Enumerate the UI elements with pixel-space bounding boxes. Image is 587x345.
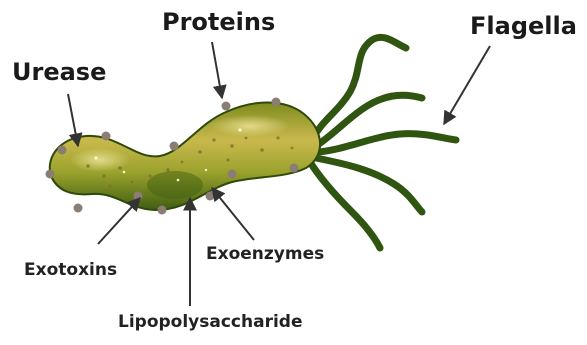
cell-highlight: [210, 115, 290, 137]
protein-dot: [102, 132, 111, 141]
proteins-label: Proteins: [162, 10, 275, 34]
bacterium-body: [46, 98, 321, 215]
exotoxins-arrow: [98, 198, 140, 244]
flagella-arrow: [444, 46, 490, 124]
flagellum: [312, 37, 406, 140]
flagella-label: Flagella: [470, 14, 577, 38]
proteins-arrow: [212, 42, 222, 98]
protein-dot: [74, 204, 83, 213]
flagellum: [318, 134, 456, 152]
protein-dot: [158, 206, 167, 215]
protein-dot: [290, 164, 299, 173]
protein-dot: [58, 146, 67, 155]
protein-dot: [206, 192, 215, 201]
cell-shadow: [147, 171, 203, 199]
protein-dot: [46, 170, 55, 179]
lipopolysaccharide-label: Lipopolysaccharide: [118, 314, 303, 331]
flagella-group: [310, 37, 456, 248]
protein-dot: [272, 98, 281, 107]
exotoxins-label: Exotoxins: [24, 262, 117, 279]
protein-dot: [228, 170, 237, 179]
flagellum: [316, 158, 422, 212]
protein-dot: [170, 142, 179, 151]
protein-dot: [222, 102, 231, 111]
exoenzymes-arrow: [212, 188, 254, 240]
exoenzymes-label: Exoenzymes: [206, 246, 324, 263]
urease-label: Urease: [12, 60, 106, 84]
